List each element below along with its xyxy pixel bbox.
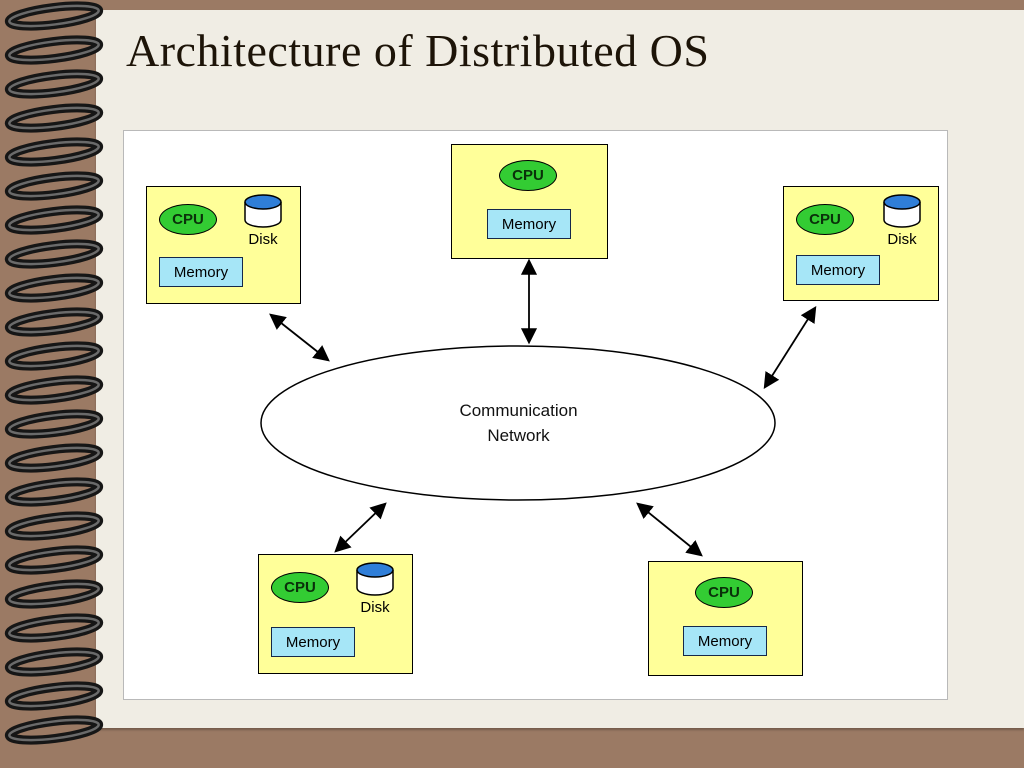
cpu-chip: CPU xyxy=(159,204,217,235)
spiral-ring xyxy=(4,477,104,507)
spiral-ring xyxy=(4,681,104,711)
disk-icon: Disk xyxy=(235,193,291,248)
spiral-ring xyxy=(4,69,104,99)
node-bottom-left: CPU Disk Memory xyxy=(258,554,413,674)
disk-cylinder xyxy=(244,194,282,228)
disk-cylinder xyxy=(356,562,394,596)
cpu-label: CPU xyxy=(809,211,841,228)
disk-cylinder xyxy=(883,194,921,228)
spiral-ring xyxy=(4,443,104,473)
node-top-left: CPU Disk Memory xyxy=(146,186,301,304)
communication-network-ellipse xyxy=(260,345,776,501)
cpu-chip: CPU xyxy=(695,577,753,608)
cpu-label: CPU xyxy=(512,167,544,184)
memory-box: Memory xyxy=(796,255,880,285)
network-label-line2: Network xyxy=(487,425,550,445)
node-top-center: CPU Memory xyxy=(451,144,608,259)
spiral-ring xyxy=(4,239,104,269)
diagram-canvas: Communication Network CPU Disk Memory CP… xyxy=(123,130,948,700)
cpu-label: CPU xyxy=(284,579,316,596)
cpu-chip: CPU xyxy=(271,572,329,603)
disk-label: Disk xyxy=(248,231,278,248)
spiral-ring xyxy=(4,545,104,575)
memory-box: Memory xyxy=(271,627,355,657)
spiral-ring xyxy=(4,1,104,31)
cpu-label: CPU xyxy=(708,584,740,601)
arrow-top-right xyxy=(763,305,817,390)
spiral-ring xyxy=(4,35,104,65)
node-bottom-right: CPU Memory xyxy=(648,561,803,676)
memory-box: Memory xyxy=(683,626,767,656)
spiral-ring xyxy=(4,273,104,303)
arrow-top-left xyxy=(269,313,330,362)
spiral-ring xyxy=(4,341,104,371)
cpu-chip: CPU xyxy=(499,160,557,191)
spiral-ring xyxy=(4,171,104,201)
network-diagram-svg xyxy=(260,258,817,557)
slide-title: Architecture of Distributed OS xyxy=(126,25,710,76)
node-top-right: CPU Disk Memory xyxy=(783,186,939,301)
spiral-ring xyxy=(4,375,104,405)
spiral-ring xyxy=(4,103,104,133)
spiral-ring xyxy=(4,715,104,745)
spiral-ring xyxy=(4,511,104,541)
spiral-ring xyxy=(4,647,104,677)
cpu-label: CPU xyxy=(172,211,204,228)
spiral-binding xyxy=(4,1,104,745)
cpu-chip: CPU xyxy=(796,204,854,235)
memory-box: Memory xyxy=(487,209,571,239)
slide: Architecture of Distributed OS Communica… xyxy=(96,10,1024,728)
arrow-bottom-right xyxy=(636,502,703,557)
network-label-line1: Communication xyxy=(459,401,578,420)
spiral-ring xyxy=(4,579,104,609)
disk-label: Disk xyxy=(360,599,390,616)
memory-box: Memory xyxy=(159,257,243,287)
arrow-bottom-left xyxy=(334,502,387,553)
spiral-ring xyxy=(4,613,104,643)
spiral-ring xyxy=(4,205,104,235)
spiral-ring xyxy=(4,137,104,167)
disk-icon: Disk xyxy=(347,561,403,616)
spiral-ring xyxy=(4,409,104,439)
disk-label: Disk xyxy=(887,231,917,248)
spiral-ring xyxy=(4,307,104,337)
disk-icon: Disk xyxy=(874,193,930,248)
network-label: Communication Network xyxy=(396,399,641,448)
